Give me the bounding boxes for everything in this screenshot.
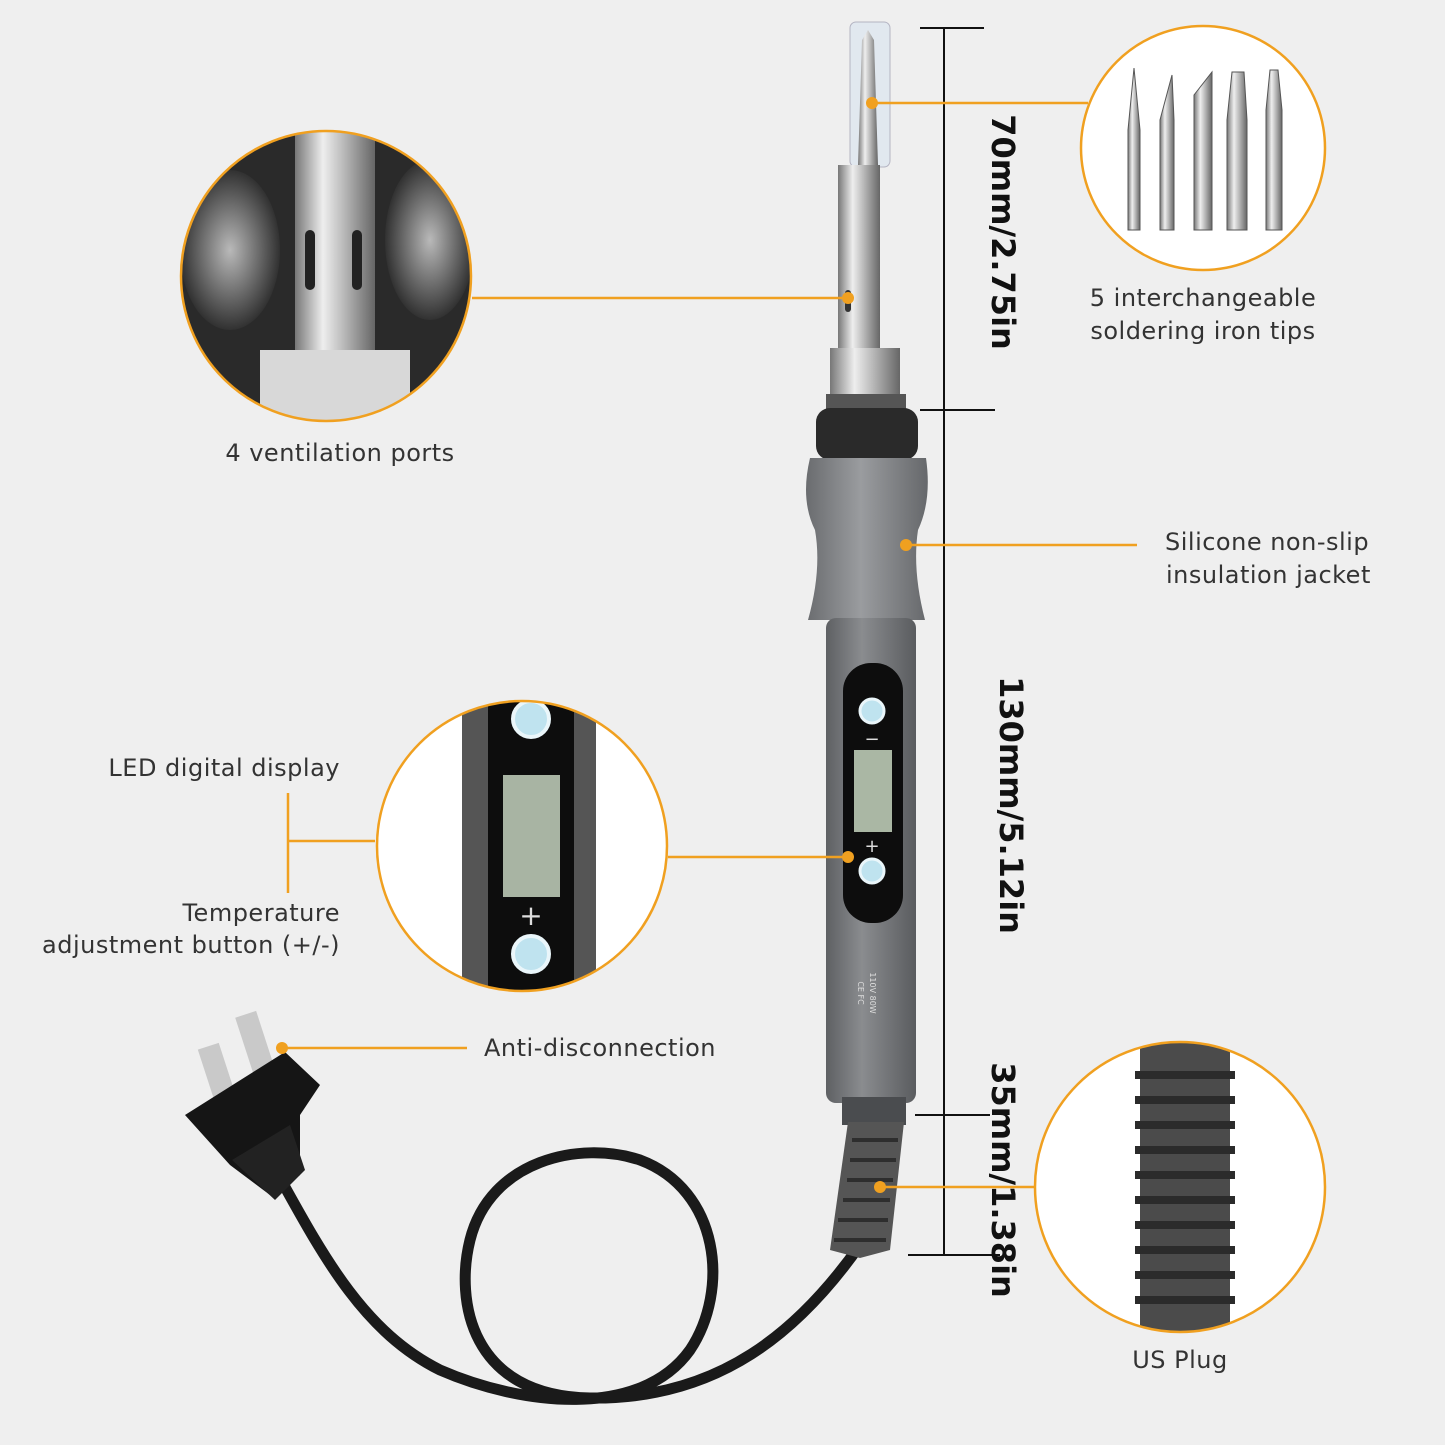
lcd-screen xyxy=(854,750,892,832)
label-temp-line2: adjustment button (+/-) xyxy=(42,931,340,959)
plus-button[interactable] xyxy=(858,857,886,885)
rating-print: 110V 80W xyxy=(868,972,877,1013)
minus-button[interactable] xyxy=(858,697,886,725)
soldering-tip xyxy=(858,30,878,165)
label-tips-line1: 5 interchangeable xyxy=(1090,284,1317,312)
dimension-lines xyxy=(908,27,1000,1256)
label-temp-line1: Temperature xyxy=(181,899,340,927)
power-cable xyxy=(265,1147,865,1405)
leader-lines xyxy=(282,101,1137,1189)
plus-symbol: + xyxy=(864,836,879,857)
label-ventilation: 4 ventilation ports xyxy=(225,439,454,467)
nut xyxy=(830,348,900,396)
label-anti-disconnection: Anti-disconnection xyxy=(484,1034,716,1062)
strain-relief-detail-circle xyxy=(1033,1040,1327,1334)
strain-relief xyxy=(830,1122,904,1258)
ventilation-detail-circle xyxy=(179,129,473,423)
tips-detail-circle xyxy=(1079,24,1327,272)
us-plug xyxy=(185,1010,320,1200)
dimension-body-label: 130mm/5.12in xyxy=(992,676,1030,934)
svg-text:+: + xyxy=(519,899,542,932)
heating-shaft xyxy=(838,165,880,350)
dimension-tail-label: 35mm/1.38in xyxy=(984,1062,1022,1298)
led-detail-circle: + xyxy=(375,699,669,993)
label-led: LED digital display xyxy=(108,754,340,782)
dimension-tip-label: 70mm/2.75in xyxy=(984,114,1022,350)
cert-print: CE FC xyxy=(856,981,865,1005)
leader-dots xyxy=(276,97,912,1193)
label-us-plug: US Plug xyxy=(1132,1346,1228,1374)
label-tips-line2: soldering iron tips xyxy=(1090,317,1315,345)
label-silicone-line1: Silicone non-slip xyxy=(1165,528,1369,556)
collar xyxy=(816,408,918,460)
silicone-jacket xyxy=(806,458,928,620)
soldering-iron: − + 110V 80W CE FC xyxy=(806,21,928,1258)
label-silicone-line2: insulation jacket xyxy=(1166,561,1371,589)
minus-symbol: − xyxy=(864,729,879,750)
